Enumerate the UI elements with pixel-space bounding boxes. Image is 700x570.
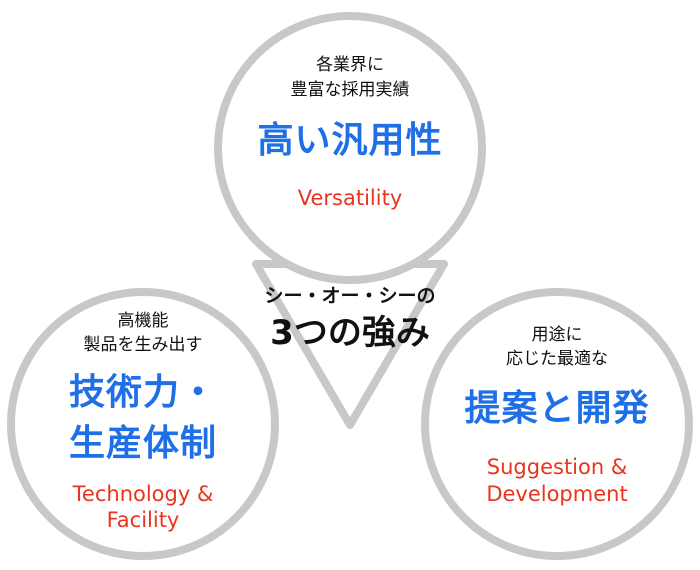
right-subtext-line2: 応じた最適な — [506, 349, 608, 369]
center-subtitle: シー・オー・シーの — [264, 285, 436, 307]
circle-top-ring — [214, 12, 486, 284]
right-english-line1: Suggestion & — [486, 455, 628, 479]
left-heading-line2: 生産体制 — [68, 423, 217, 464]
top-subtext-line1: 各業界に — [316, 55, 384, 75]
right-heading: 提案と開発 — [464, 388, 650, 429]
top-english: Versatility — [297, 186, 403, 210]
left-english-line1: Technology & — [72, 482, 214, 506]
circle-left-ring — [7, 288, 279, 560]
top-heading: 高い汎用性 — [257, 120, 443, 161]
top-subtext-line2: 豊富な採用実績 — [290, 80, 410, 100]
left-heading-line1: 技術力・ — [68, 372, 217, 413]
left-subtext-line1: 高機能 — [117, 311, 169, 331]
right-subtext-line1: 用途に — [531, 325, 583, 345]
center-title: 3つの強み — [270, 313, 430, 353]
circle-right-ring — [421, 288, 693, 560]
right-english-line2: Development — [486, 482, 628, 506]
left-subtext-line2: 製品を生み出す — [83, 335, 203, 355]
left-english-line2: Facility — [106, 508, 180, 532]
